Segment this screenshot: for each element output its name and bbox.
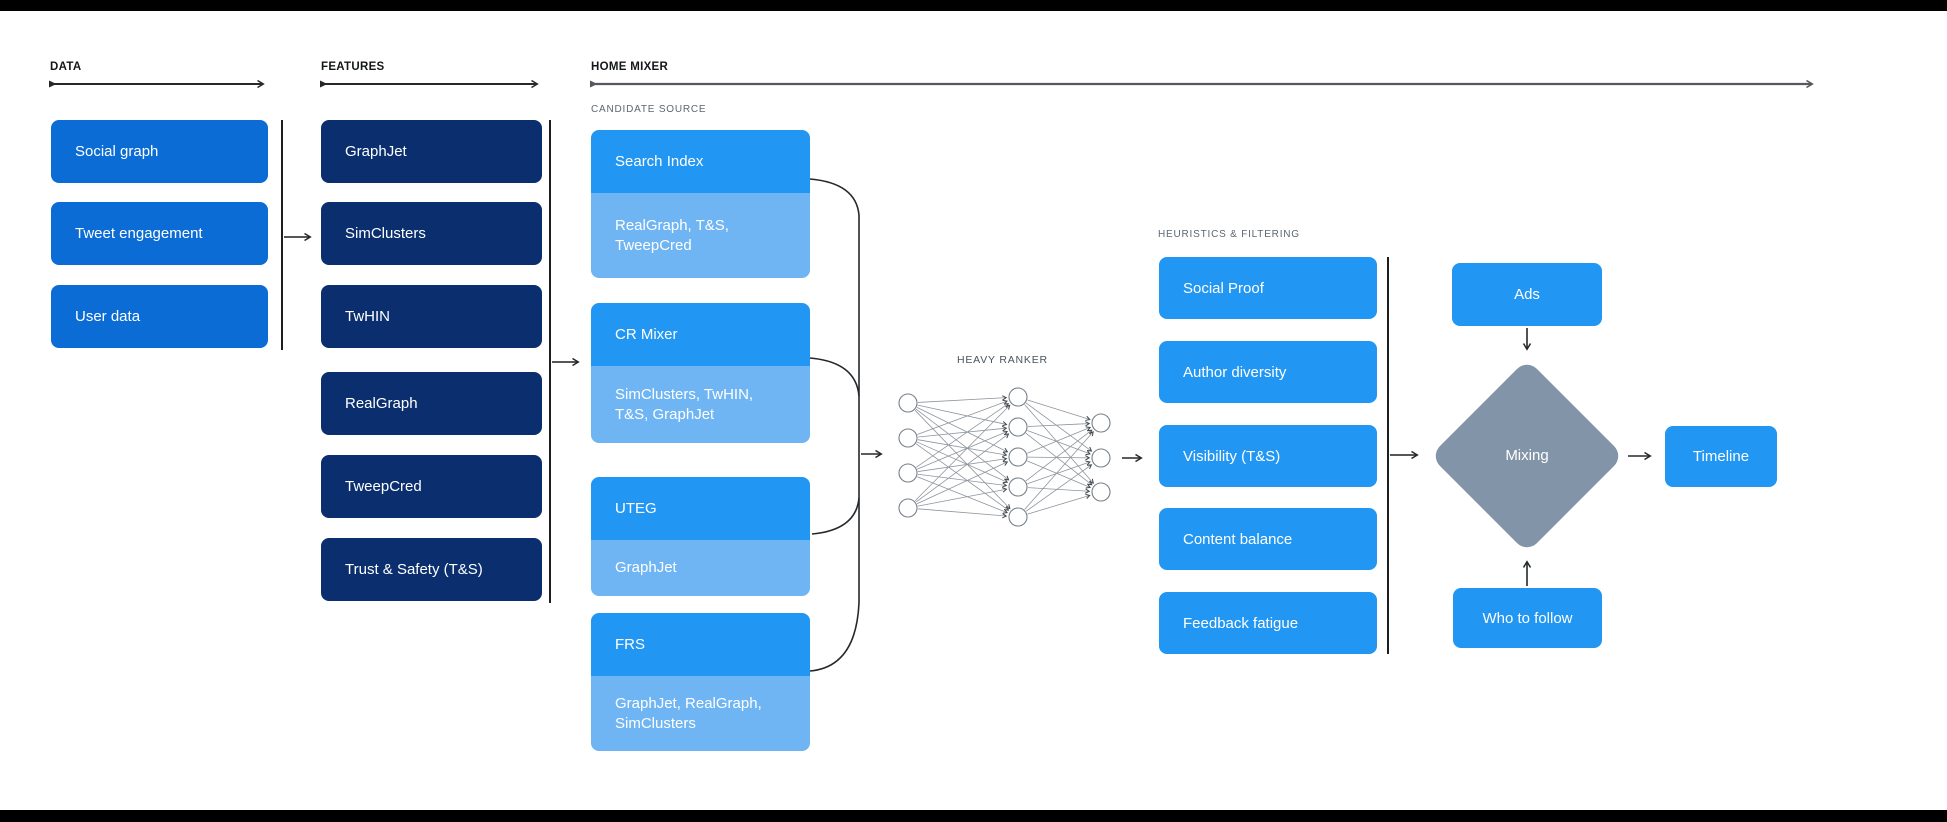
heuristic-box-author-diversity: Author diversity: [1159, 341, 1377, 403]
heuristic-box-visibility: Visibility (T&S): [1159, 425, 1377, 487]
who-to-follow-box: Who to follow: [1453, 588, 1602, 648]
data-box-tweet-engagement: Tweet engagement: [51, 202, 268, 265]
candidate-group-frs: FRS GraphJet, RealGraph, SimClusters: [591, 613, 810, 751]
timeline-box: Timeline: [1665, 426, 1777, 487]
candidate-group-search-index: Search Index RealGraph, T&S, TweepCred: [591, 130, 810, 278]
top-black-bar: [0, 0, 1947, 11]
mixing-arrows: [1522, 328, 1652, 586]
mixing-diamond-label: Mixing: [1505, 447, 1549, 464]
candidate-name: Search Index: [591, 130, 810, 193]
data-box-user-data: User data: [51, 285, 268, 348]
candidate-collector: [809, 178, 883, 672]
feature-box-twhin: TwHIN: [321, 285, 542, 348]
feature-box-graphjet: GraphJet: [321, 120, 542, 183]
data-box-social-graph: Social graph: [51, 120, 268, 183]
feature-box-tweepcred: TweepCred: [321, 455, 542, 518]
mixing-diamond: [1435, 364, 1619, 548]
heavy-ranker-label: HEAVY RANKER: [957, 354, 1048, 366]
feature-box-trust-safety: Trust & Safety (T&S): [321, 538, 542, 601]
candidate-group-cr-mixer: CR Mixer SimClusters, TwHIN, T&S, GraphJ…: [591, 303, 810, 443]
candidate-features: GraphJet, RealGraph, SimClusters: [591, 676, 810, 751]
heuristic-box-feedback-fatigue: Feedback fatigue: [1159, 592, 1377, 654]
feature-box-simclusters: SimClusters: [321, 202, 542, 265]
column-dividers: [281, 120, 1419, 654]
heavy-ranker-network: [898, 387, 1111, 527]
candidate-features: GraphJet: [591, 540, 810, 596]
features-section-header: FEATURES: [321, 61, 385, 73]
candidate-features: SimClusters, TwHIN, T&S, GraphJet: [591, 366, 810, 443]
candidate-name: CR Mixer: [591, 303, 810, 366]
candidate-name: UTEG: [591, 477, 810, 540]
candidate-name: FRS: [591, 613, 810, 676]
candidate-features: RealGraph, T&S, TweepCred: [591, 193, 810, 278]
heuristics-filtering-label: HEURISTICS & FILTERING: [1158, 229, 1300, 240]
heuristic-box-content-balance: Content balance: [1159, 508, 1377, 570]
ads-box: Ads: [1452, 263, 1602, 326]
data-section-header: DATA: [50, 61, 82, 73]
candidate-source-label: CANDIDATE SOURCE: [591, 104, 707, 115]
home-mixer-section-header: HOME MIXER: [591, 61, 669, 73]
candidate-group-uteg: UTEG GraphJet: [591, 477, 810, 596]
heuristic-box-social-proof: Social Proof: [1159, 257, 1377, 319]
feature-box-realgraph: RealGraph: [321, 372, 542, 435]
bottom-black-bar: [0, 810, 1947, 822]
